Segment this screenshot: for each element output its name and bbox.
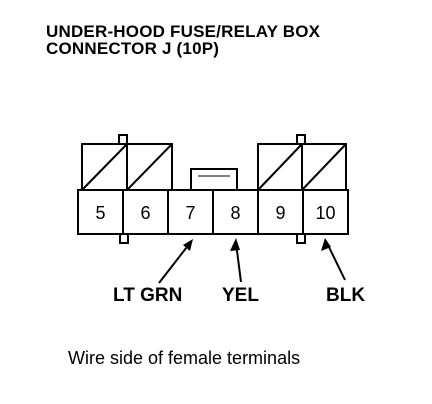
- wire-label-lt-grn: LT GRN: [113, 285, 183, 306]
- wire-label-yel: YEL: [222, 285, 259, 306]
- right-bottom-tab: [296, 233, 306, 244]
- terminal-8: 8: [230, 203, 240, 223]
- arrow-blk-shaft: [326, 242, 346, 281]
- center-key: [190, 168, 238, 191]
- diagram-title-line-2: CONNECTOR J (10P): [46, 39, 220, 58]
- arrow-yel-head: [230, 238, 240, 251]
- terminal-5: 5: [95, 203, 105, 223]
- diagram-title-line-1: UNDER-HOOD FUSE/RELAY BOX: [46, 22, 321, 41]
- terminal-10: 10: [315, 203, 335, 223]
- diagram-caption: Wire side of female terminals: [68, 348, 301, 368]
- terminal-7: 7: [185, 203, 195, 223]
- left-top-tab: [118, 134, 128, 145]
- right-top-tab: [296, 134, 306, 145]
- arrow-lt-grn-shaft: [158, 242, 191, 284]
- wire-label-blk: BLK: [326, 285, 366, 306]
- arrow-blk-head: [321, 238, 331, 251]
- arrow-lt-grn-head: [183, 239, 193, 251]
- left-bottom-tab: [119, 233, 129, 244]
- terminal-9: 9: [275, 203, 285, 223]
- terminal-6: 6: [140, 203, 150, 223]
